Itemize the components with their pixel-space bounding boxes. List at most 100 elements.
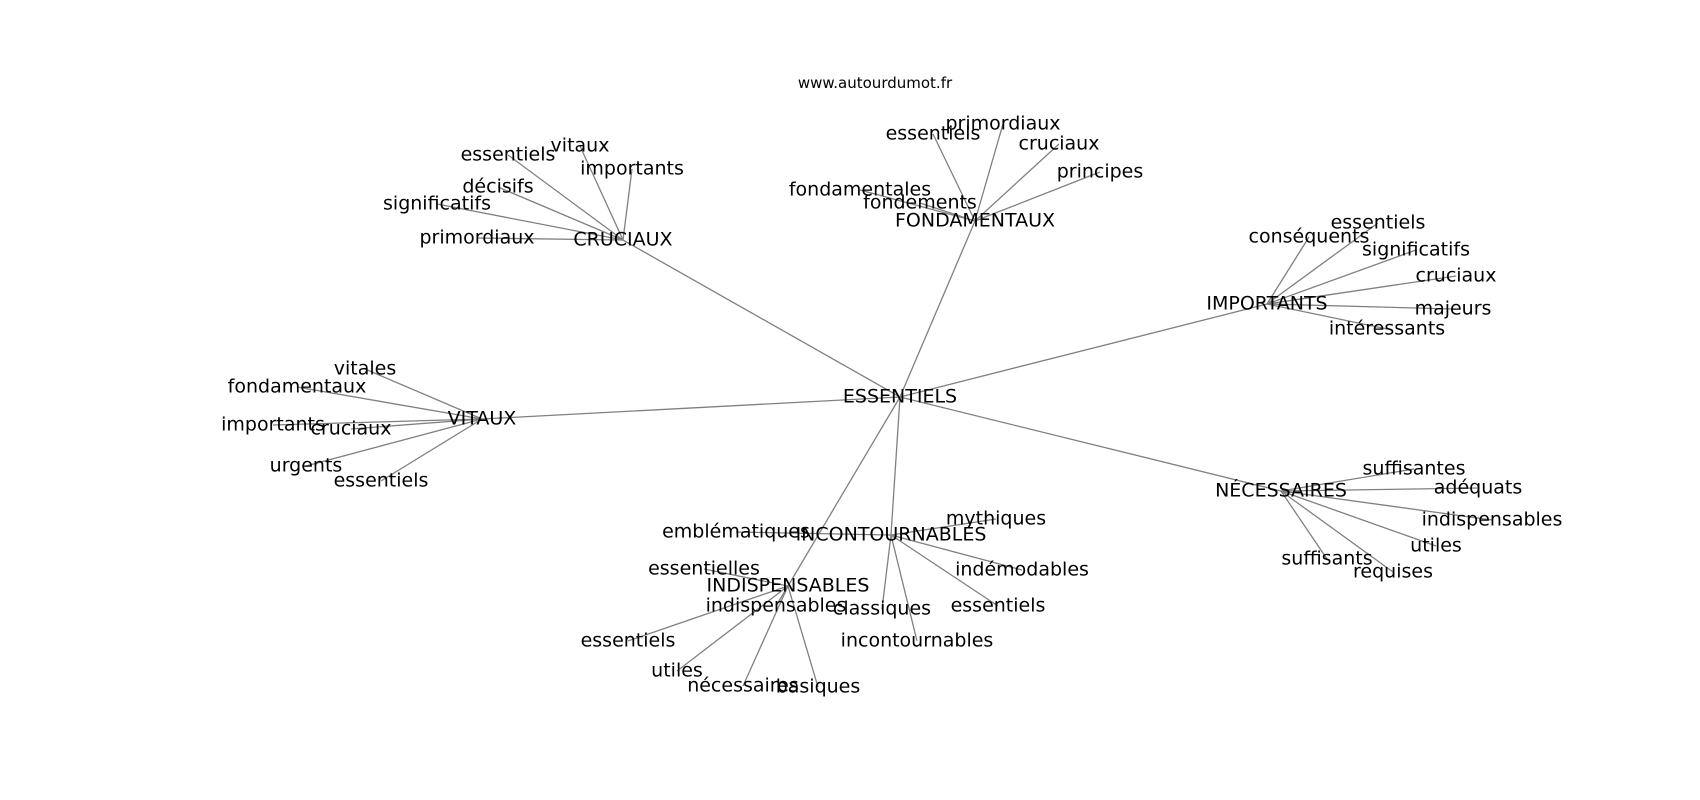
edge-necessaires-4 — [1280, 490, 1328, 560]
edge-fondamentaux-1 — [974, 123, 1004, 222]
leaf-node-incontournables-3: essentiels — [951, 595, 1046, 617]
edge-incontournables-5 — [890, 534, 918, 642]
edge-importants-1 — [1266, 222, 1379, 305]
edge-cruciaux-0 — [507, 154, 624, 241]
edge-necessaires-3 — [1280, 490, 1437, 547]
group-node-incontournables: INCONTOURNABLES — [796, 524, 987, 546]
leaf-node-cruciaux-1: vitaux — [551, 135, 610, 157]
edge-incontournables-3 — [890, 534, 999, 607]
graph-edges — [272, 123, 1493, 688]
leaf-node-importants-0: conséquents — [1249, 226, 1370, 248]
leaf-node-necessaires-0: suffisantes — [1363, 458, 1466, 480]
edge-cruciaux-1 — [579, 145, 624, 241]
edge-indispensables-3 — [676, 585, 789, 672]
leaf-node-incontournables-0: emblématiques — [662, 521, 810, 543]
graph-labels: www.autourdumot.fr ESSENTIELS CRUCIAUX ess… — [221, 74, 1562, 698]
leaf-node-fondamentaux-3: principes — [1057, 161, 1144, 183]
leaf-node-vitaux-2: importants — [221, 414, 325, 436]
group-node-fondamentaux: FONDAMENTAUX — [895, 210, 1055, 232]
group-node-cruciaux: CRUCIAUX — [573, 229, 672, 251]
leaf-node-incontournables-4: classiques — [833, 598, 931, 620]
leaf-node-vitaux-0: vitales — [334, 358, 396, 380]
edge-necessaires-2 — [1280, 490, 1493, 521]
edge-vitaux-4 — [305, 418, 483, 467]
edge-indispensables-4 — [742, 585, 789, 687]
edge-center-indispensables — [787, 396, 901, 587]
edge-vitaux-2 — [272, 418, 483, 426]
edge-indispensables-0 — [703, 568, 789, 587]
edge-center-fondamentaux — [899, 220, 976, 398]
edge-importants-0 — [1266, 236, 1310, 305]
edge-center-incontournables — [890, 396, 901, 536]
leaf-node-importants-5: intéressants — [1329, 318, 1445, 340]
edge-importants-3 — [1266, 275, 1457, 305]
edge-importants-5 — [1266, 303, 1388, 330]
edge-incontournables-0 — [735, 531, 892, 536]
edge-cruciaux-5 — [476, 237, 624, 241]
edge-cruciaux-3 — [497, 186, 624, 241]
edge-fondamentaux-4 — [859, 189, 976, 222]
leaf-node-fondamentaux-5: fondements — [863, 192, 977, 214]
edge-center-cruciaux — [622, 239, 901, 398]
edge-center-necessaires — [899, 396, 1282, 492]
group-node-importants: IMPORTANTS — [1206, 293, 1327, 315]
leaf-node-necessaires-3: utiles — [1410, 535, 1462, 557]
edge-importants-4 — [1266, 303, 1454, 310]
leaf-node-indispensables-3: utiles — [651, 660, 703, 682]
leaf-node-importants-4: majeurs — [1415, 298, 1492, 320]
leaf-node-importants-1: essentiels — [1331, 212, 1426, 234]
edge-vitaux-5 — [380, 418, 483, 482]
leaf-node-importants-3: cruciaux — [1416, 265, 1497, 287]
edge-fondamentaux-3 — [974, 171, 1101, 222]
leaf-node-vitaux-4: urgents — [270, 455, 343, 477]
leaf-node-indispensables-2: essentiels — [581, 630, 676, 652]
edge-center-importants — [899, 303, 1268, 398]
leaf-node-cruciaux-2: importants — [580, 158, 684, 180]
leaf-node-vitaux-1: fondamentaux — [228, 376, 367, 398]
edge-indispensables-2 — [627, 585, 789, 642]
leaf-node-cruciaux-0: essentiels — [461, 144, 556, 166]
leaf-node-importants-2: significatifs — [1362, 239, 1470, 261]
edge-indispensables-5 — [787, 585, 819, 688]
leaf-node-cruciaux-3: décisifs — [462, 176, 533, 198]
edge-incontournables-2 — [890, 534, 1023, 571]
edge-vitaux-0 — [364, 368, 483, 420]
edge-fondamentaux-2 — [974, 143, 1060, 222]
edge-center-vitaux — [481, 396, 901, 420]
leaf-node-indispensables-5: basiques — [776, 676, 861, 698]
edge-necessaires-1 — [1280, 487, 1479, 492]
edge-cruciaux-4 — [436, 203, 624, 241]
leaf-node-fondamentaux-4: fondamentales — [789, 179, 931, 201]
leaf-node-indispensables-0: essentielles — [648, 558, 760, 580]
source-url: www.autourdumot.fr — [798, 74, 953, 92]
edge-vitaux-1 — [296, 386, 483, 420]
leaf-node-necessaires-1: adéquats — [1434, 477, 1523, 499]
leaf-node-indispensables-4: nécessaires — [687, 675, 799, 697]
leaf-node-vitaux-5: essentiels — [334, 470, 429, 492]
edge-fondamentaux-0 — [932, 133, 976, 222]
leaf-node-necessaires-2: indispensables — [1422, 509, 1563, 531]
edge-incontournables-1 — [890, 518, 997, 536]
leaf-node-fondamentaux-2: cruciaux — [1019, 133, 1100, 155]
edge-cruciaux-2 — [622, 168, 633, 241]
leaf-node-incontournables-1: mythiques — [946, 508, 1046, 530]
edge-incontournables-4 — [881, 534, 892, 610]
leaf-node-fondamentaux-0: essentiels — [886, 123, 981, 145]
leaf-node-vitaux-3: cruciaux — [311, 418, 392, 440]
leaf-node-cruciaux-4: significatifs — [383, 193, 491, 215]
group-node-vitaux: VITAUX — [448, 408, 517, 430]
leaf-node-incontournables-2: indémodables — [955, 559, 1089, 581]
edge-necessaires-5 — [1280, 490, 1394, 573]
center-node-label: ESSENTIELS — [843, 386, 957, 408]
leaf-node-indispensables-1: indispensables — [706, 595, 847, 617]
leaf-node-cruciaux-5: primordiaux — [419, 227, 534, 249]
edge-fondamentaux-5 — [919, 202, 976, 222]
leaf-node-necessaires-4: suffisants — [1281, 548, 1372, 570]
leaf-node-incontournables-5: incontournables — [841, 630, 994, 652]
edge-vitaux-3 — [350, 418, 483, 430]
edge-necessaires-0 — [1280, 468, 1415, 492]
group-node-indispensables: INDISPENSABLES — [707, 575, 870, 597]
leaf-node-fondamentaux-1: primordiaux — [945, 113, 1060, 135]
leaf-node-necessaires-5: requises — [1353, 561, 1433, 583]
